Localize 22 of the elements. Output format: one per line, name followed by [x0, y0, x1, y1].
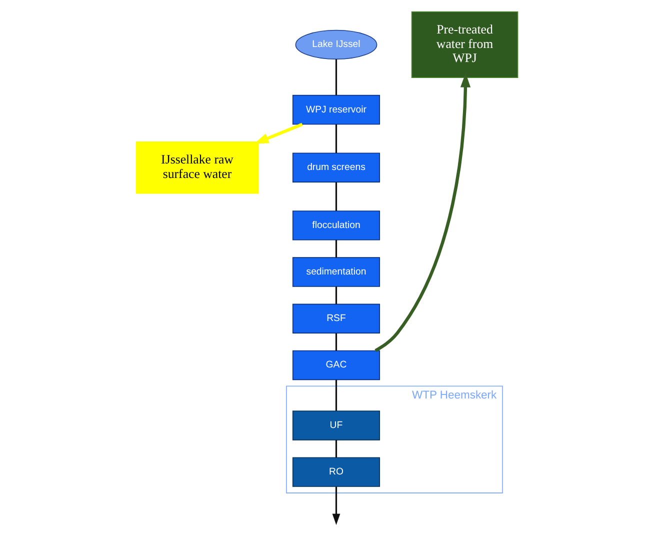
node-box: GAC: [292, 350, 380, 380]
connector: [335, 182, 338, 211]
node-box: UF: [292, 410, 380, 440]
connector: [335, 59, 338, 96]
node-box: RSF: [292, 304, 380, 334]
node-box: Pre-treated water from WPJ: [411, 11, 518, 78]
connector: [335, 380, 338, 411]
arrow: [374, 72, 471, 352]
connector: [335, 440, 338, 458]
node-box: WPJ reservoir: [292, 94, 380, 125]
arrow: [254, 122, 303, 144]
connector: [335, 286, 338, 304]
node-ellipse: Lake IJssel: [295, 30, 378, 60]
node-box: RO: [292, 457, 380, 487]
connector: [335, 240, 338, 258]
arrow: [332, 486, 340, 526]
node-box: IJssellake raw surface water: [136, 142, 259, 194]
node-box: flocculation: [292, 210, 380, 240]
node-box: sedimentation: [292, 257, 380, 287]
connector: [335, 333, 338, 351]
node-box: drum screens: [292, 152, 380, 182]
connector: [335, 124, 338, 154]
